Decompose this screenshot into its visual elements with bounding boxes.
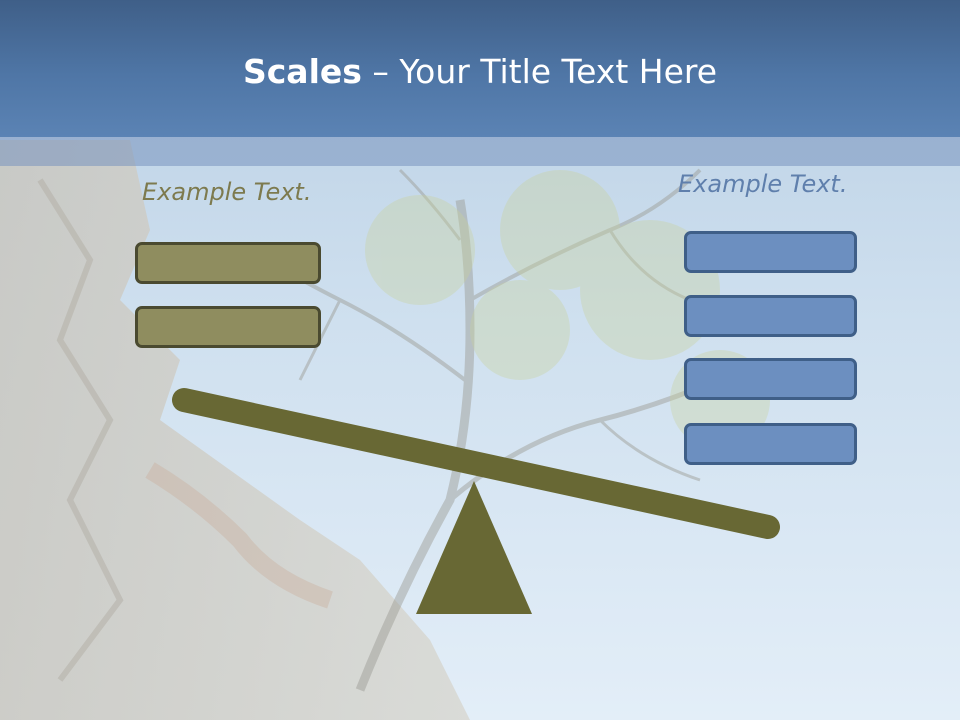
right-text-box[interactable]: [684, 358, 857, 400]
scale-beam: [172, 388, 780, 539]
left-column-label: Example Text.: [142, 178, 312, 206]
right-text-box[interactable]: [684, 295, 857, 337]
title-bar: [0, 0, 960, 137]
right-text-box[interactable]: [684, 231, 857, 273]
title-bold: Scales: [242, 52, 362, 91]
right-text-box[interactable]: [684, 423, 857, 465]
scale-fulcrum: [416, 481, 532, 614]
left-text-box[interactable]: [135, 242, 321, 284]
slide-title: Scales – Your Title Text Here: [0, 52, 960, 91]
right-column-label: Example Text.: [678, 170, 848, 198]
title-rest: – Your Title Text Here: [361, 52, 718, 91]
left-text-box[interactable]: [135, 306, 321, 348]
title-bar-strip: [0, 137, 960, 166]
